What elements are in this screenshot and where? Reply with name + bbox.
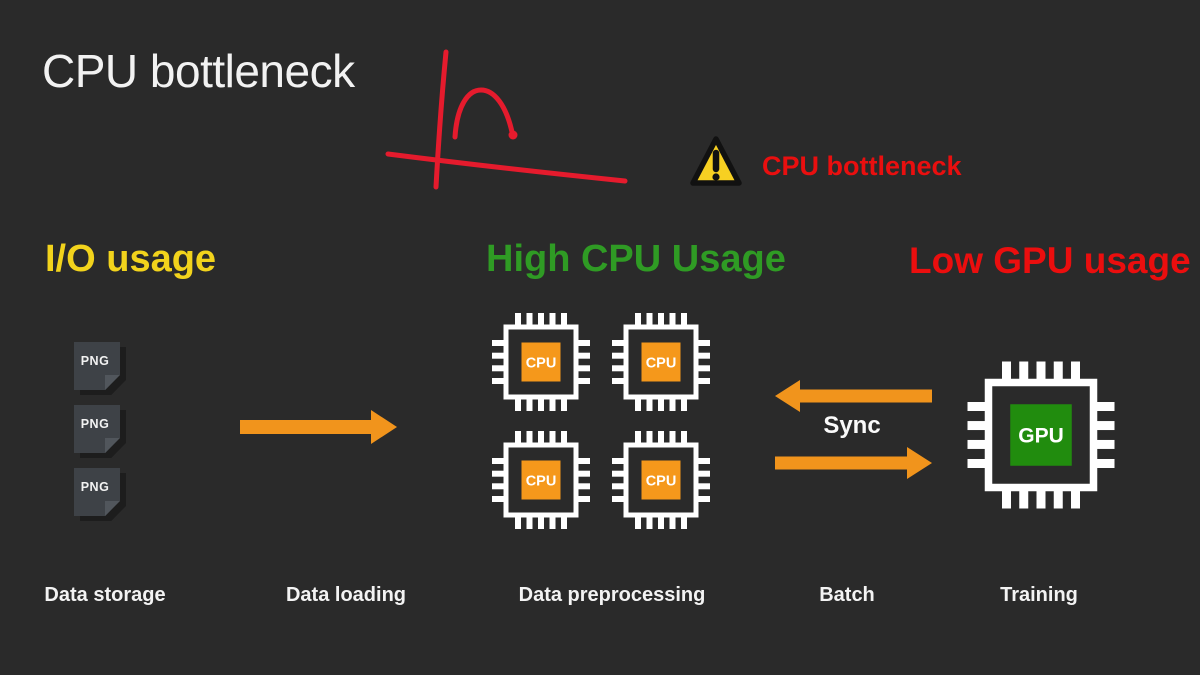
warning-label: CPU bottleneck xyxy=(762,151,962,181)
arrow-shaft xyxy=(799,389,932,403)
png-file-icon: PNG xyxy=(74,468,120,516)
chip-label: GPU xyxy=(1018,425,1064,448)
arrow-shaft xyxy=(240,420,373,434)
io-usage-label: I/O usage xyxy=(45,238,217,280)
chip-label: CPU xyxy=(526,356,557,372)
file-type-label: PNG xyxy=(80,480,110,494)
arrow-head xyxy=(907,447,932,479)
chip-label: CPU xyxy=(646,474,677,490)
data-loading-arrow-icon xyxy=(240,409,397,445)
file-type-label: PNG xyxy=(80,354,110,368)
arrow-head xyxy=(371,410,397,444)
folded-corner xyxy=(105,438,120,453)
sync-label: Sync xyxy=(823,412,881,439)
gpu-chip-icon: GPU xyxy=(967,361,1115,509)
low-gpu-usage-label: Low GPU usage xyxy=(909,240,1191,281)
file-type-label: PNG xyxy=(80,417,110,431)
cpu-chip-icon: CPU xyxy=(612,313,710,411)
png-file-icon: PNG xyxy=(74,342,120,390)
chip-label: CPU xyxy=(646,356,677,372)
stage-batch-label: Batch xyxy=(819,584,875,606)
cpu-chip-icon: CPU xyxy=(612,431,710,529)
png-file-icon: PNG xyxy=(74,405,120,453)
warning-triangle-icon xyxy=(690,136,742,186)
stage-data-preprocessing-label: Data preprocessing xyxy=(518,584,706,606)
chip-label: CPU xyxy=(526,474,557,490)
stage-data-storage-label: Data storage xyxy=(44,584,166,606)
hand-drawn-curve-sketch-icon xyxy=(385,49,628,190)
arrow-shaft xyxy=(775,456,908,470)
cpu-chip-icon: CPU xyxy=(492,313,590,411)
cpu-chip-icon: CPU xyxy=(492,431,590,529)
stage-training-label: Training xyxy=(1000,584,1078,606)
page-title: CPU bottleneck xyxy=(42,45,355,97)
arrow-head xyxy=(775,380,800,412)
sync-arrow-left-icon xyxy=(775,379,932,413)
stage-data-loading-label: Data loading xyxy=(285,584,407,606)
folded-corner xyxy=(105,501,120,516)
folded-corner xyxy=(105,375,120,390)
high-cpu-usage-label: High CPU Usage xyxy=(486,238,786,280)
sync-arrow-right-icon xyxy=(775,446,932,480)
